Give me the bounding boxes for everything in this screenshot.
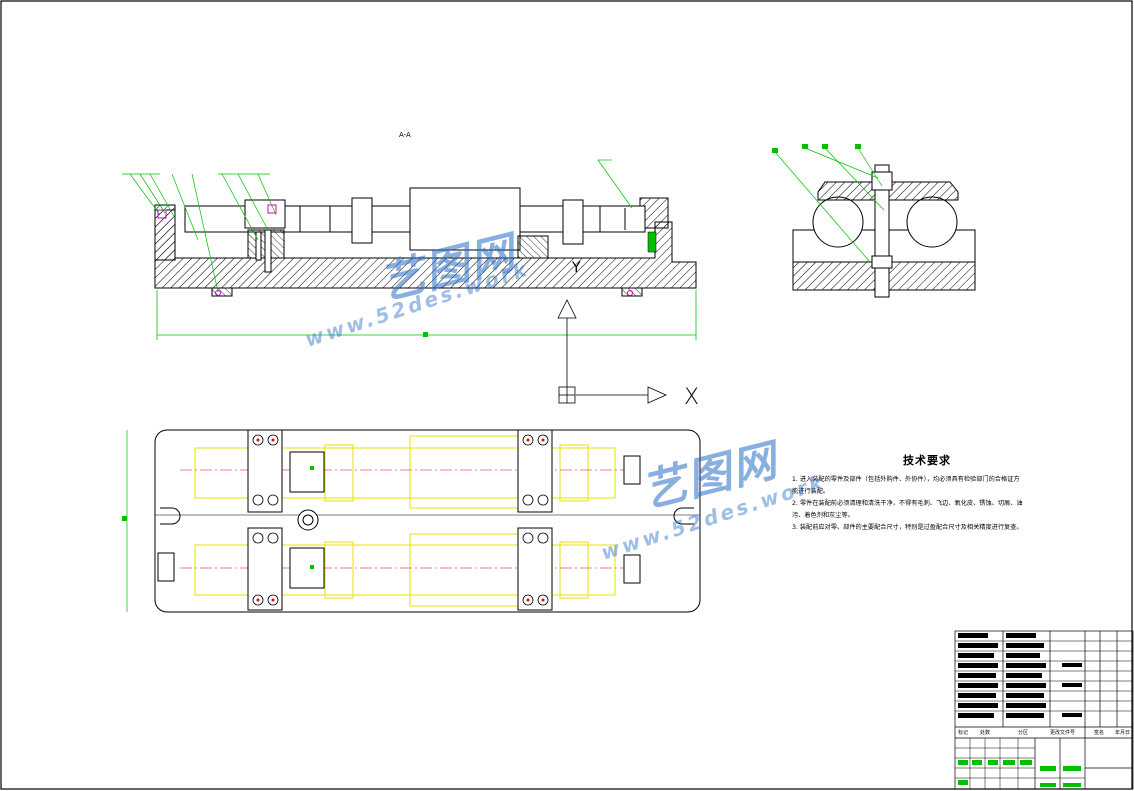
- requirement-line: 1. 进入装配的零件及部件（包括外购件、外协件），均必须具有检验部门的合格证方: [792, 476, 1020, 483]
- requirement-line: 能进行装配。: [792, 488, 830, 495]
- sign-label-zone: 分区: [1018, 729, 1028, 736]
- title-block-fill-marks: [958, 633, 1082, 718]
- title-block-green-marks: [958, 760, 1081, 787]
- part-balloons: [122, 159, 633, 293]
- technical-requirements-title: 技术要求: [903, 454, 951, 467]
- sign-label-count: 处数: [980, 729, 990, 736]
- sign-label-change-doc: 更改文件号: [1050, 729, 1075, 736]
- sign-label-mark: 标记: [958, 729, 968, 736]
- requirement-line: 2. 零件在装配前必须清理和清洗干净，不得有毛刺、飞边、氧化皮、锈蚀、切屑、油: [792, 500, 1023, 507]
- coordinate-axes: [557, 299, 667, 404]
- technical-requirements: 技术要求 1. 进入装配的零件及部件（包括外购件、外协件），均必须具有检验部门的…: [792, 452, 1062, 534]
- axis-y-label: Y: [571, 260, 581, 276]
- title-block-rows: [955, 640, 1133, 789]
- sign-label-signature: 签名: [1094, 729, 1104, 736]
- front-section-view: [154, 187, 697, 340]
- side-section-view: [792, 164, 976, 298]
- section-label: A-A: [399, 131, 411, 139]
- axis-x-label: X: [684, 385, 699, 410]
- sign-label-date: 年月日: [1115, 729, 1130, 736]
- title-sign-labels: 标记 处数 分区 更改文件号 签名 年月日: [958, 729, 1130, 736]
- requirement-line: 3. 装配前应对零、部件的主要配合尺寸，特别是过盈配合尺寸及相关精度进行复查。: [792, 524, 1023, 531]
- top-view: [122, 429, 701, 613]
- requirement-line: 污、着色剂和灰尘等。: [792, 512, 854, 519]
